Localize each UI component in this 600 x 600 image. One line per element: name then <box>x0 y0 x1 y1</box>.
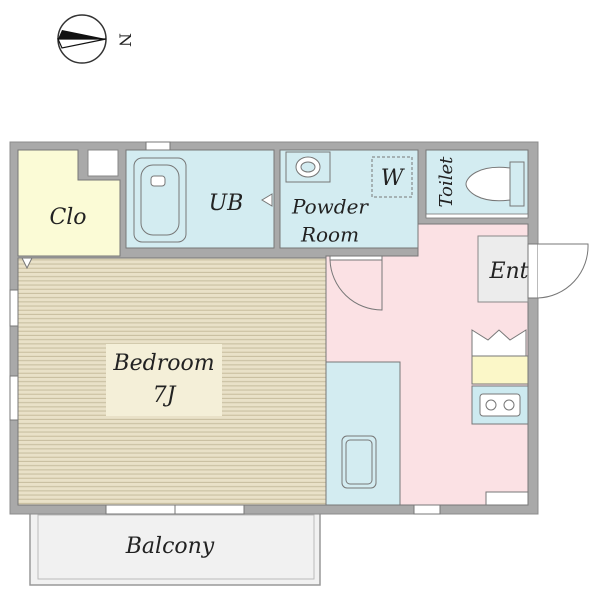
toilet-label: Toilet <box>436 156 457 208</box>
closet-label: Clo <box>49 205 86 230</box>
balcony-label: Balcony <box>125 534 215 559</box>
compass: N <box>57 14 135 64</box>
powder-room-label-line1: Powder <box>291 195 369 219</box>
kitchen-counter-top <box>471 355 529 385</box>
bedroom-label: Bedroom <box>112 351 214 376</box>
bath-door-icon <box>261 193 273 207</box>
bathtub <box>133 157 187 243</box>
closet-door-icon <box>21 257 33 270</box>
west-window-upper <box>9 289 19 327</box>
bath-window <box>145 141 171 151</box>
powder-room-door <box>329 255 383 311</box>
kitchen-cabinet <box>471 329 529 385</box>
washer-space <box>371 156 413 198</box>
balcony: Balcony <box>29 508 321 586</box>
balcony-railing <box>37 514 315 580</box>
washbasin <box>285 151 331 183</box>
corner-storage <box>485 491 529 506</box>
bedroom-label-box <box>106 344 222 416</box>
kitchen-sink <box>341 435 377 489</box>
north-arrow-outline <box>57 38 107 49</box>
closet-shelf <box>87 149 119 177</box>
entrance-door <box>527 243 589 299</box>
west-window-lower <box>9 375 19 421</box>
toilet-fixture <box>465 161 525 207</box>
bedroom-size-label: 7J <box>153 383 177 408</box>
north-arrow-icon <box>58 30 106 39</box>
closet-floor <box>17 149 121 257</box>
washer-label: W <box>381 166 406 191</box>
stove-icon <box>471 385 529 425</box>
north-label: N <box>116 33 135 47</box>
entrance-label: Ent <box>488 259 528 284</box>
bath-label: UB <box>209 191 244 216</box>
powder-room-label-line2: Room <box>300 223 359 247</box>
balcony-area <box>29 508 321 586</box>
kitchen-window <box>413 504 441 515</box>
toilet-door-track <box>425 213 529 219</box>
